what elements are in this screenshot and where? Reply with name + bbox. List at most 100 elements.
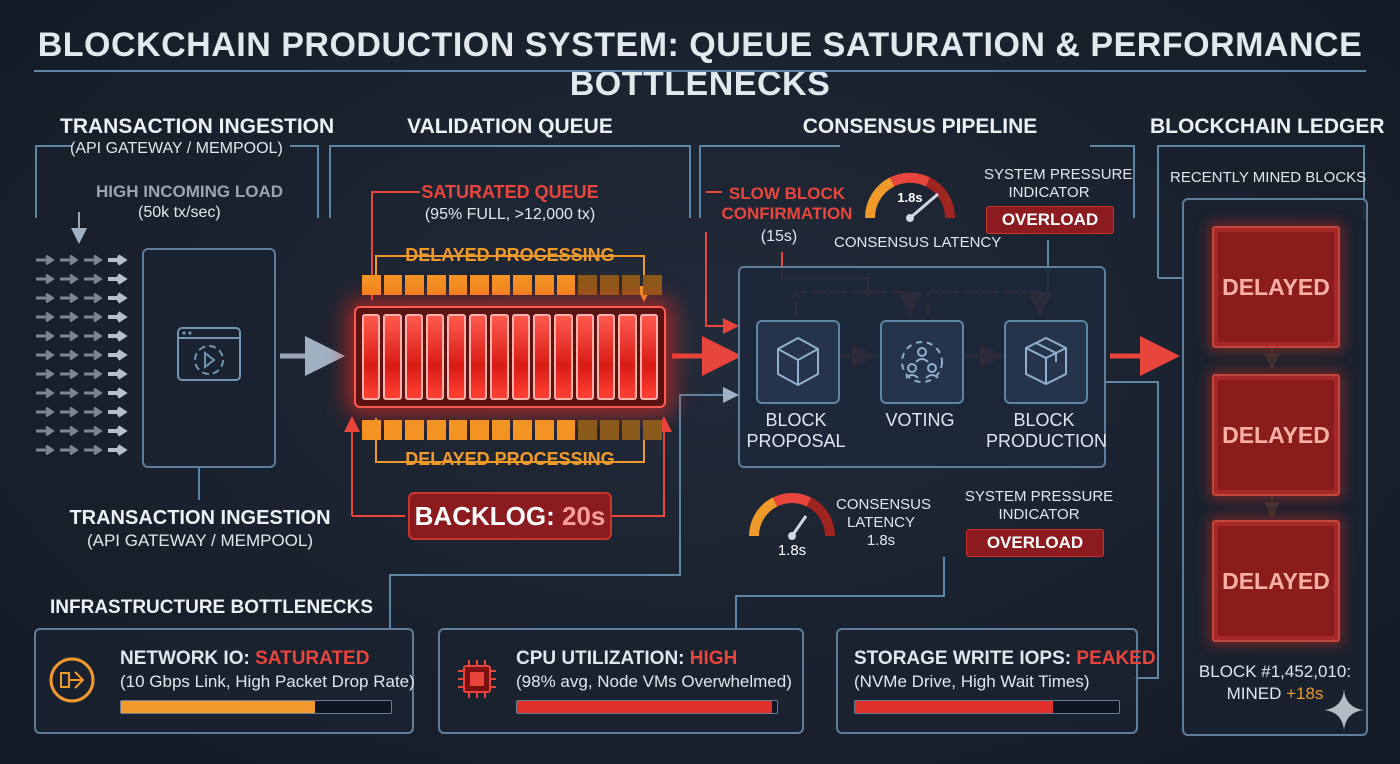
incoming-arrow [108, 387, 128, 399]
incoming-arrow [60, 292, 79, 304]
delay-strip-segment [621, 275, 641, 295]
slow-block-line-1: SLOW BLOCK [728, 184, 846, 203]
incoming-arrow [36, 330, 55, 342]
delay-strip-segment [578, 420, 598, 440]
delay-strip-top [362, 275, 662, 295]
delay-strip-segment [426, 275, 446, 295]
incoming-arrow [36, 311, 55, 323]
incoming-arrow [108, 349, 128, 361]
pressure-indicator-top: SYSTEM PRESSURE INDICATOR [984, 166, 1132, 202]
stage-block-proposal: BLOCK PROPOSAL [744, 410, 848, 452]
incoming-arrow [36, 387, 55, 399]
incoming-arrow [36, 349, 55, 361]
latency-gauge-bottom [749, 493, 835, 540]
delay-strip-segment [470, 420, 489, 440]
latency-bottom-line-2: LATENCY [846, 514, 916, 531]
cpu-utilization-card: CPU UTILIZATION: HIGH (98% avg, Node VMs… [438, 628, 804, 734]
page-title: BLOCKCHAIN PRODUCTION SYSTEM: QUEUE SATU… [37, 26, 1363, 103]
incoming-arrow [36, 254, 55, 266]
api-gateway-icon [177, 327, 241, 381]
incoming-arrow [84, 254, 103, 266]
delay-strip-segment [491, 420, 511, 440]
delay-strip-segment [383, 420, 403, 440]
delay-strip-segment [513, 275, 533, 295]
incoming-arrow [84, 425, 103, 437]
slow-block-value: (15s) [760, 228, 798, 245]
block-production-node [1004, 320, 1088, 404]
latency-gauge-top [864, 172, 956, 222]
incoming-arrow [36, 368, 55, 380]
ledger-block-1: DELAYED [1212, 226, 1340, 348]
latency-gauge-top-value: 1.8s [897, 190, 923, 205]
incoming-arrow [84, 330, 103, 342]
delay-strip-bottom [362, 420, 662, 440]
delay-strip-segment [600, 420, 619, 440]
delay-strip-segment [448, 420, 468, 440]
incoming-arrow [108, 330, 128, 342]
delay-strip-segment [362, 275, 381, 295]
queue-slot [426, 314, 445, 400]
cpu-utilization-status: HIGH [689, 648, 738, 669]
delay-strip-segment [600, 275, 619, 295]
queue-slot [447, 314, 466, 400]
network-io-name: NETWORK IO: [120, 648, 250, 669]
backlog-badge: BACKLOG: 20s [408, 492, 612, 540]
incoming-arrow [36, 444, 55, 456]
incoming-arrow [84, 444, 103, 456]
ledger-heading: BLOCKCHAIN LEDGER [1150, 115, 1385, 138]
stage-3-line-1: BLOCK [1013, 410, 1075, 430]
storage-iops-status: PEAKED [1076, 648, 1156, 669]
storage-iops-meter-fill [855, 701, 1053, 713]
validation-queue-bar [354, 306, 666, 408]
delay-strip-segment [405, 420, 424, 440]
incoming-arrow [36, 406, 55, 418]
incoming-arrow [60, 273, 79, 285]
incoming-arrow [60, 254, 79, 266]
incoming-arrow [84, 387, 103, 399]
saturation-loops [344, 191, 739, 517]
sparkle-icon [1324, 690, 1364, 730]
incoming-arrow [108, 292, 128, 304]
network-io-meter [120, 700, 392, 714]
delay-strip-segment [426, 420, 446, 440]
storage-iops-meter [854, 700, 1120, 714]
incoming-arrow [84, 273, 103, 285]
ingestion-bottom-subheading: (API GATEWAY / MEMPOOL) [86, 531, 314, 550]
queue-slot [383, 314, 402, 400]
incoming-arrow [84, 368, 103, 380]
cpu-utilization-detail: (98% avg, Node VMs Overwhelmed) [516, 672, 792, 691]
network-io-detail: (10 Gbps Link, High Packet Drop Rate) [120, 672, 415, 691]
api-gateway-box [142, 248, 276, 468]
pressure-indicator-bottom: SYSTEM PRESSURE INDICATOR [964, 488, 1114, 524]
slow-block-line-2: CONFIRMATION [721, 204, 853, 223]
backlog-value: 20s [561, 501, 606, 531]
cpu-utilization-name: CPU UTILIZATION: [516, 648, 685, 669]
delay-strip-segment [448, 275, 468, 295]
latency-gauge-top-label: CONSENSUS LATENCY [834, 234, 1002, 251]
validation-heading: VALIDATION QUEUE [407, 115, 613, 138]
backlog-label: BACKLOG: [414, 501, 555, 531]
overload-badge-bottom: OVERLOAD [966, 529, 1104, 557]
stage-voting: VOTING [885, 410, 955, 430]
delay-strip-segment [470, 275, 489, 295]
delayed-processing-top: DELAYED PROCESSING [405, 245, 615, 265]
mined-delay: +18s [1286, 684, 1324, 703]
block-number: BLOCK #1,452,010: [1198, 662, 1352, 681]
queue-slot [532, 314, 552, 400]
queue-slot [575, 314, 594, 400]
network-io-title: NETWORK IO: SATURATED [120, 648, 369, 670]
incoming-arrow [60, 425, 79, 437]
delay-strip-segment [383, 275, 403, 295]
incoming-arrow [60, 387, 79, 399]
storage-iops-card: STORAGE WRITE IOPS: PEAKED (NVMe Drive, … [836, 628, 1156, 734]
voting-group-icon [901, 341, 943, 383]
network-io-status: SATURATED [255, 648, 370, 669]
latency-bottom-label: CONSENSUS LATENCY 1.8s [836, 496, 931, 550]
pressure-bottom-line-1: SYSTEM PRESSURE [964, 488, 1114, 505]
delay-strip-segment [405, 275, 424, 295]
consensus-pipeline-box: BLOCK PROPOSAL VOTING BLOCK PRODUCTION [738, 266, 1107, 468]
queue-slot [362, 314, 381, 400]
delay-strip-segment [513, 420, 533, 440]
network-io-card: NETWORK IO: SATURATED (10 Gbps Link, Hig… [34, 628, 415, 734]
